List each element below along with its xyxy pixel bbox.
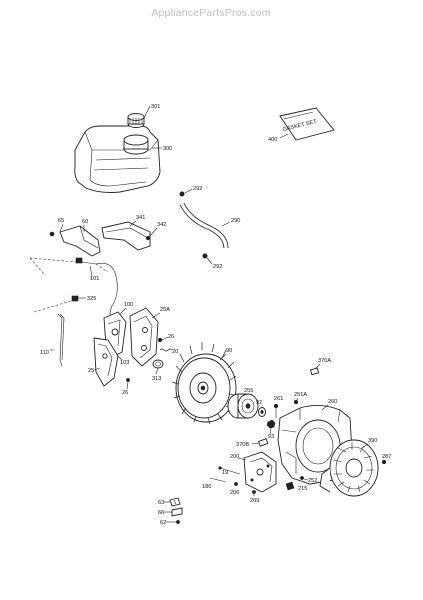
callout-206: 206 [230,490,239,496]
spacer-313[interactable] [152,359,164,369]
callout-370B: 370B [236,442,249,448]
callout-300: 300 [163,146,172,152]
hardware-62[interactable] [176,520,180,524]
governor-link-110[interactable] [57,313,65,367]
callout-290: 290 [231,218,240,224]
callout-26-lower: 26 [122,390,128,396]
throttle-cable[interactable] [95,262,118,323]
callout-260: 260 [328,399,337,405]
screw-186[interactable] [209,477,227,483]
callout-313: 313 [152,376,161,382]
callout-101: 101 [90,276,99,282]
callout-60: 60 [82,219,88,225]
callout-63: 63 [158,500,164,506]
callout-342: 342 [157,222,166,228]
throttle-control-101[interactable] [75,257,97,265]
lever-25[interactable] [93,337,119,387]
label-370A[interactable] [310,367,320,376]
fuel-line[interactable] [179,202,229,249]
watermark-text: AppliancePartsPros.com [151,7,270,19]
screw-261[interactable] [273,403,279,418]
callout-90: 90 [226,348,232,354]
clip-215[interactable] [285,481,295,491]
callout-215: 215 [298,486,307,492]
callout-19: 19 [222,470,228,476]
gasket-set-bag[interactable]: GASKET SET [279,107,335,141]
callout-370A: 370A [318,358,331,364]
callout-65: 65 [58,218,64,224]
label-370B[interactable] [257,438,269,447]
callout-25A: 25A [160,307,170,313]
callout-200: 200 [230,454,239,460]
callout-292-lower: 292 [213,264,222,270]
clip-325[interactable] [71,295,79,302]
callout-100: 100 [124,302,133,308]
callout-400: 400 [268,137,277,143]
callout-292-upper: 292 [193,186,202,192]
screw-206[interactable] [234,482,238,486]
callout-252: 252 [308,478,317,484]
callout-66: 66 [158,510,164,516]
callout-62: 62 [160,520,166,526]
flywheel-90[interactable] [171,342,237,425]
screw-287[interactable] [381,459,387,465]
rewind-starter-390[interactable] [319,439,379,497]
callout-255: 255 [244,388,253,394]
callout-301: 301 [151,104,160,110]
fuel-tank[interactable] [74,125,161,193]
callout-93: 93 [268,434,274,440]
callout-251A: 251A [294,392,307,398]
bracket-25A[interactable] [129,307,159,367]
callout-186: 186 [202,484,211,490]
nut-93[interactable] [266,419,276,429]
hardware-66[interactable] [171,507,183,517]
callout-20: 20 [172,349,178,355]
callout-25: 25 [88,368,94,374]
callout-261: 261 [274,396,283,402]
washer-209[interactable] [252,490,256,494]
callout-26-upper: 26 [168,334,174,340]
shield-200[interactable] [243,451,277,493]
callout-209: 209 [250,498,259,504]
callout-390: 390 [368,438,377,444]
callout-110: 110 [40,350,49,356]
hose-clamp-upper[interactable] [179,191,185,197]
pin-19[interactable] [218,466,241,475]
hose-clamp-lower[interactable] [202,253,208,259]
callout-341: 341 [136,215,145,221]
callout-287: 287 [382,454,391,460]
washer-92[interactable] [258,407,266,417]
tank-bracket-right[interactable] [101,221,151,251]
starter-cup-255[interactable] [227,393,259,419]
fuel-cap[interactable] [127,113,145,128]
callout-103: 103 [120,360,129,366]
screw-251A[interactable] [293,399,299,405]
tank-bracket-left[interactable] [59,225,101,257]
callout-92: 92 [256,400,262,406]
screw-252[interactable] [300,476,304,480]
spring-20[interactable] [159,348,173,352]
callout-325: 325 [87,296,96,302]
hardware-63[interactable] [169,497,181,507]
